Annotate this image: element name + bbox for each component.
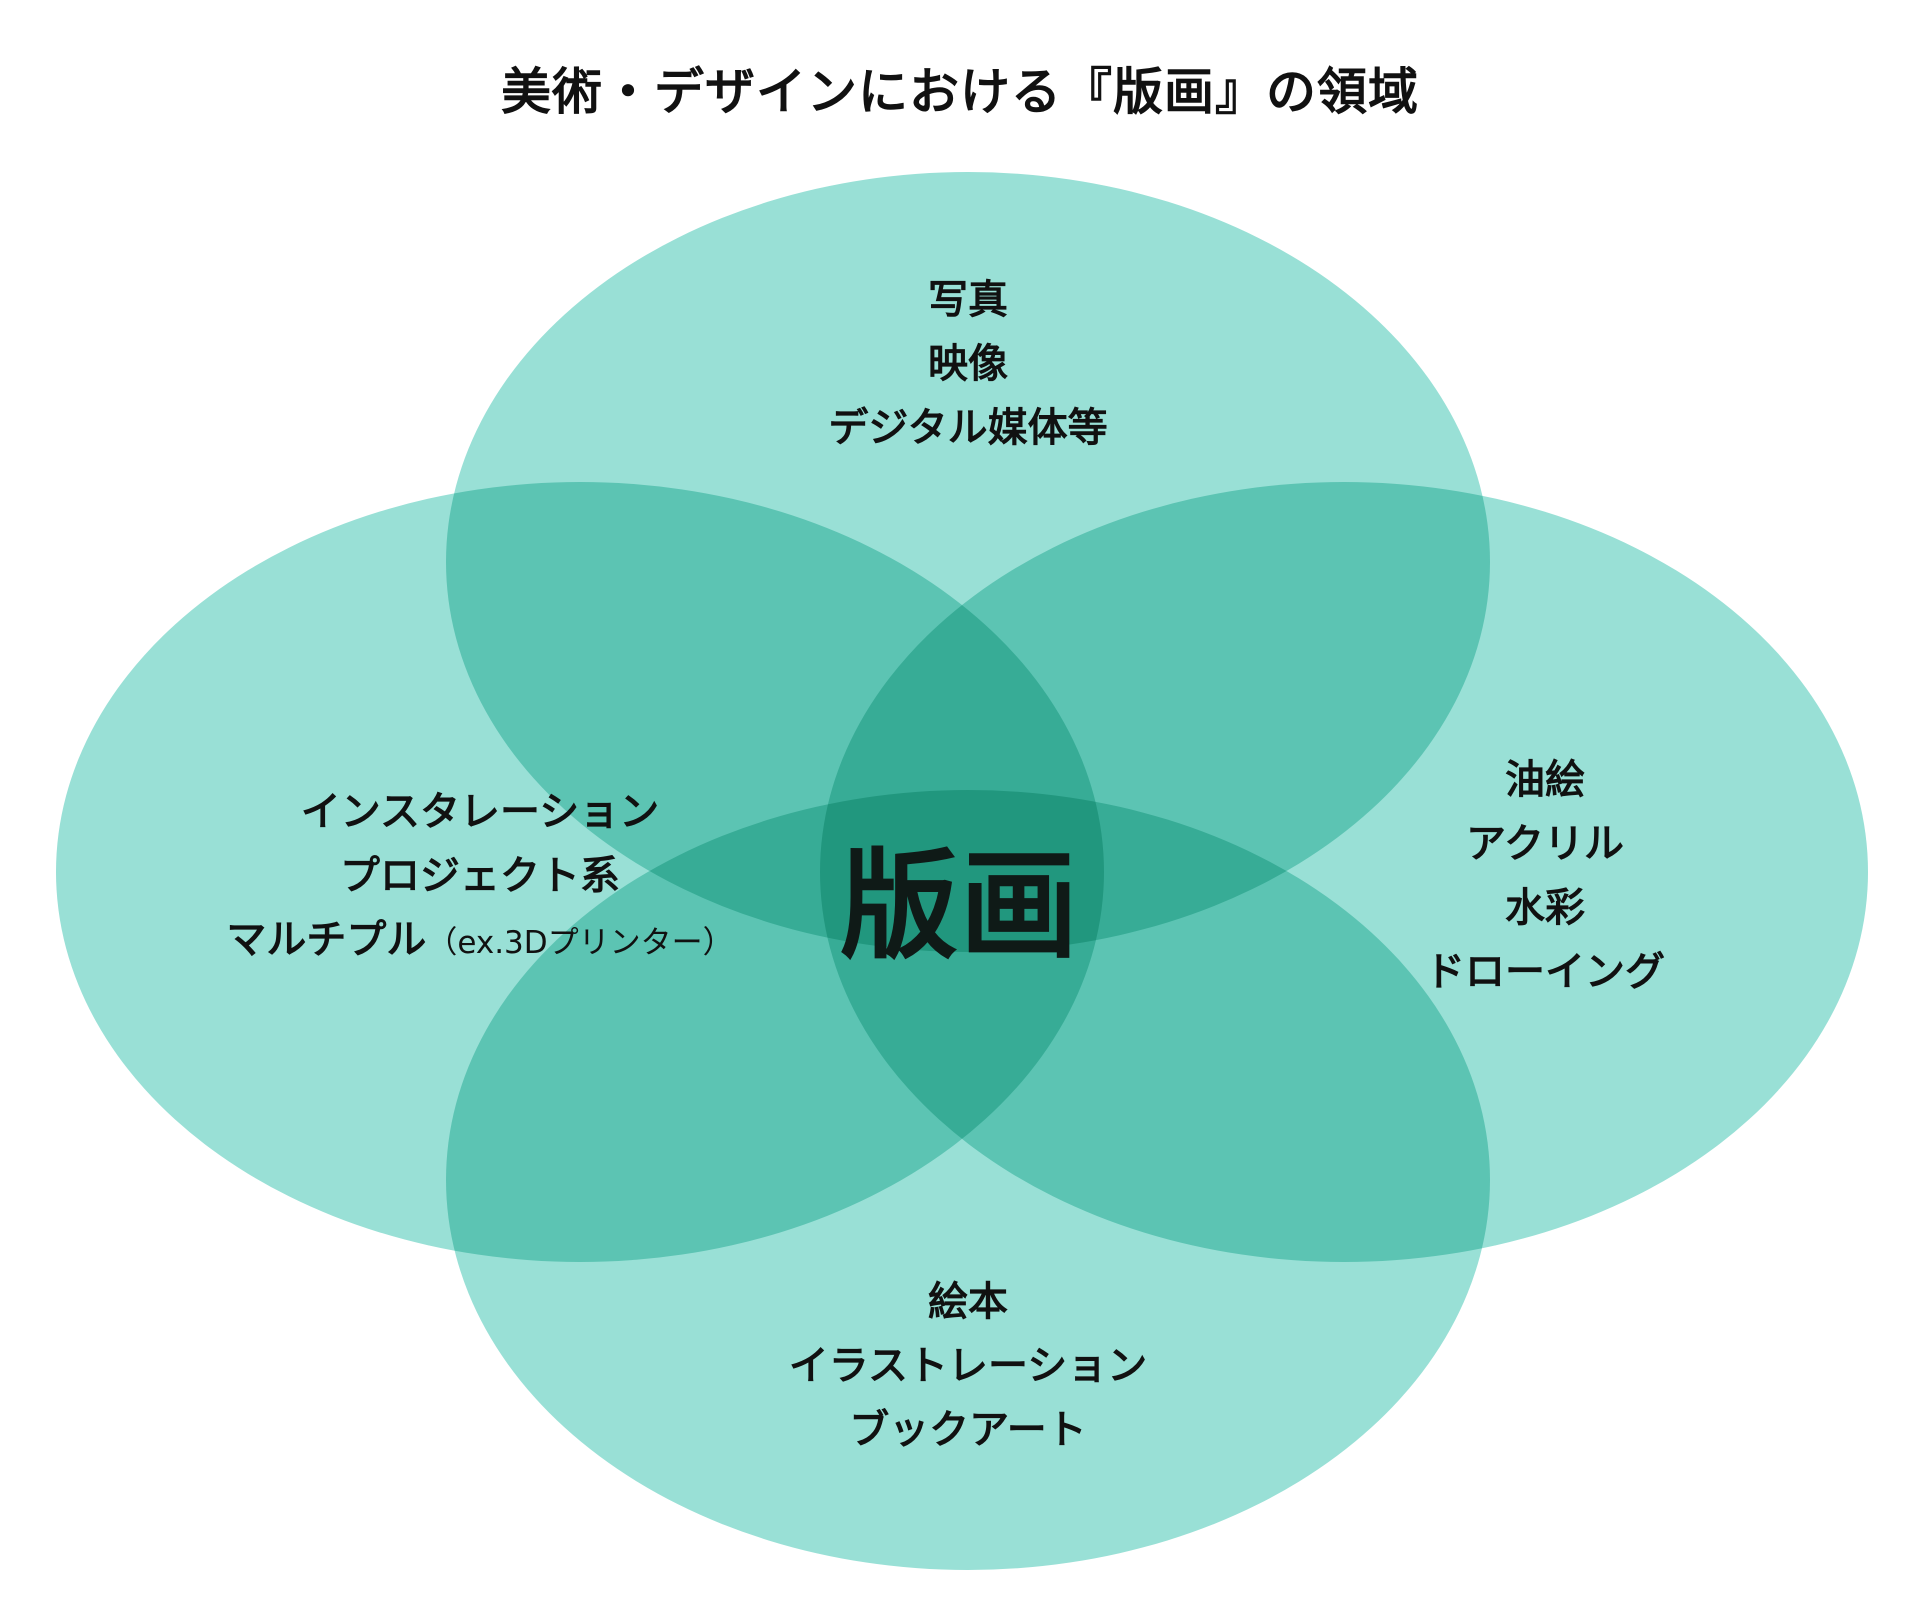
petal-right-line: 水彩 [1505, 885, 1585, 931]
petal-top-line: 写真 [928, 277, 1008, 323]
petal-top-label: 写真 映像 デジタル媒体等 [768, 268, 1168, 460]
petal-bottom-line: イラストレーション [788, 1343, 1148, 1389]
petal-left-line-note: （ex.3Dプリンター） [426, 925, 734, 961]
petal-left-line: マルチプル（ex.3Dプリンター） [180, 908, 780, 975]
petal-right-label: 油絵 アクリル 水彩 ドローイング [1380, 748, 1710, 1004]
petal-right-line: 油絵 [1505, 757, 1585, 803]
petal-bottom-line: ブックアート [849, 1407, 1087, 1453]
petal-left-line: インスタレーション [300, 789, 660, 835]
petal-left-label: インスタレーション プロジェクト系 マルチプル（ex.3Dプリンター） [180, 780, 780, 975]
petal-bottom-ellipse [446, 790, 1490, 1570]
petal-bottom-label: 絵本 イラストレーション ブックアート [718, 1270, 1218, 1462]
center-label: 版画 [839, 837, 1080, 975]
petal-bottom-line: 絵本 [928, 1279, 1008, 1325]
diagram-title: 美術・デザインにおける『版画』の領域 [501, 63, 1419, 121]
petal-top-line: 映像 [928, 341, 1008, 387]
petal-right-line: アクリル [1466, 821, 1624, 867]
petal-right-line: ドローイング [1425, 949, 1665, 995]
petal-top-line: デジタル媒体等 [828, 405, 1108, 451]
petal-left-line: プロジェクト系 [340, 853, 620, 899]
petal-left-line-main: マルチプル [226, 917, 427, 963]
